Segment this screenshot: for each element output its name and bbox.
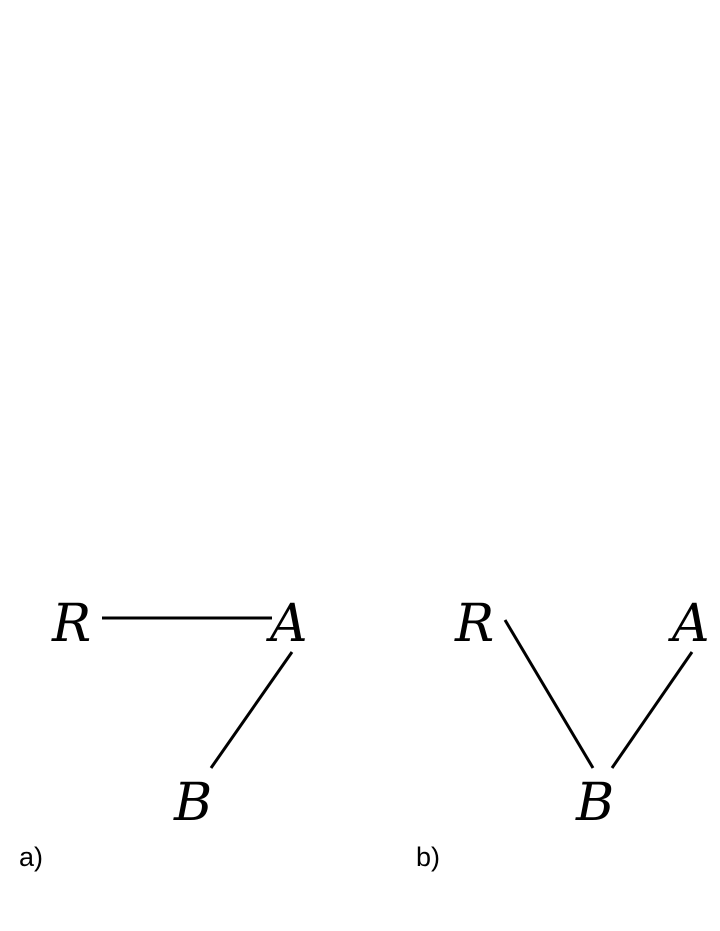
node-R: R: [51, 594, 91, 654]
edge-A-B: [209, 651, 294, 769]
panel-a: R A B a): [19, 594, 308, 872]
panel-b: R A B b): [416, 594, 710, 872]
edge-A-B: [610, 651, 694, 769]
panel-label-a: a): [19, 842, 43, 872]
node-B: B: [575, 773, 614, 833]
node-R: R: [454, 594, 494, 654]
node-B: B: [173, 773, 212, 833]
node-A: A: [668, 594, 710, 654]
edge-R-B: [503, 619, 595, 769]
panel-label-b: b): [416, 842, 440, 872]
node-A: A: [266, 594, 308, 654]
